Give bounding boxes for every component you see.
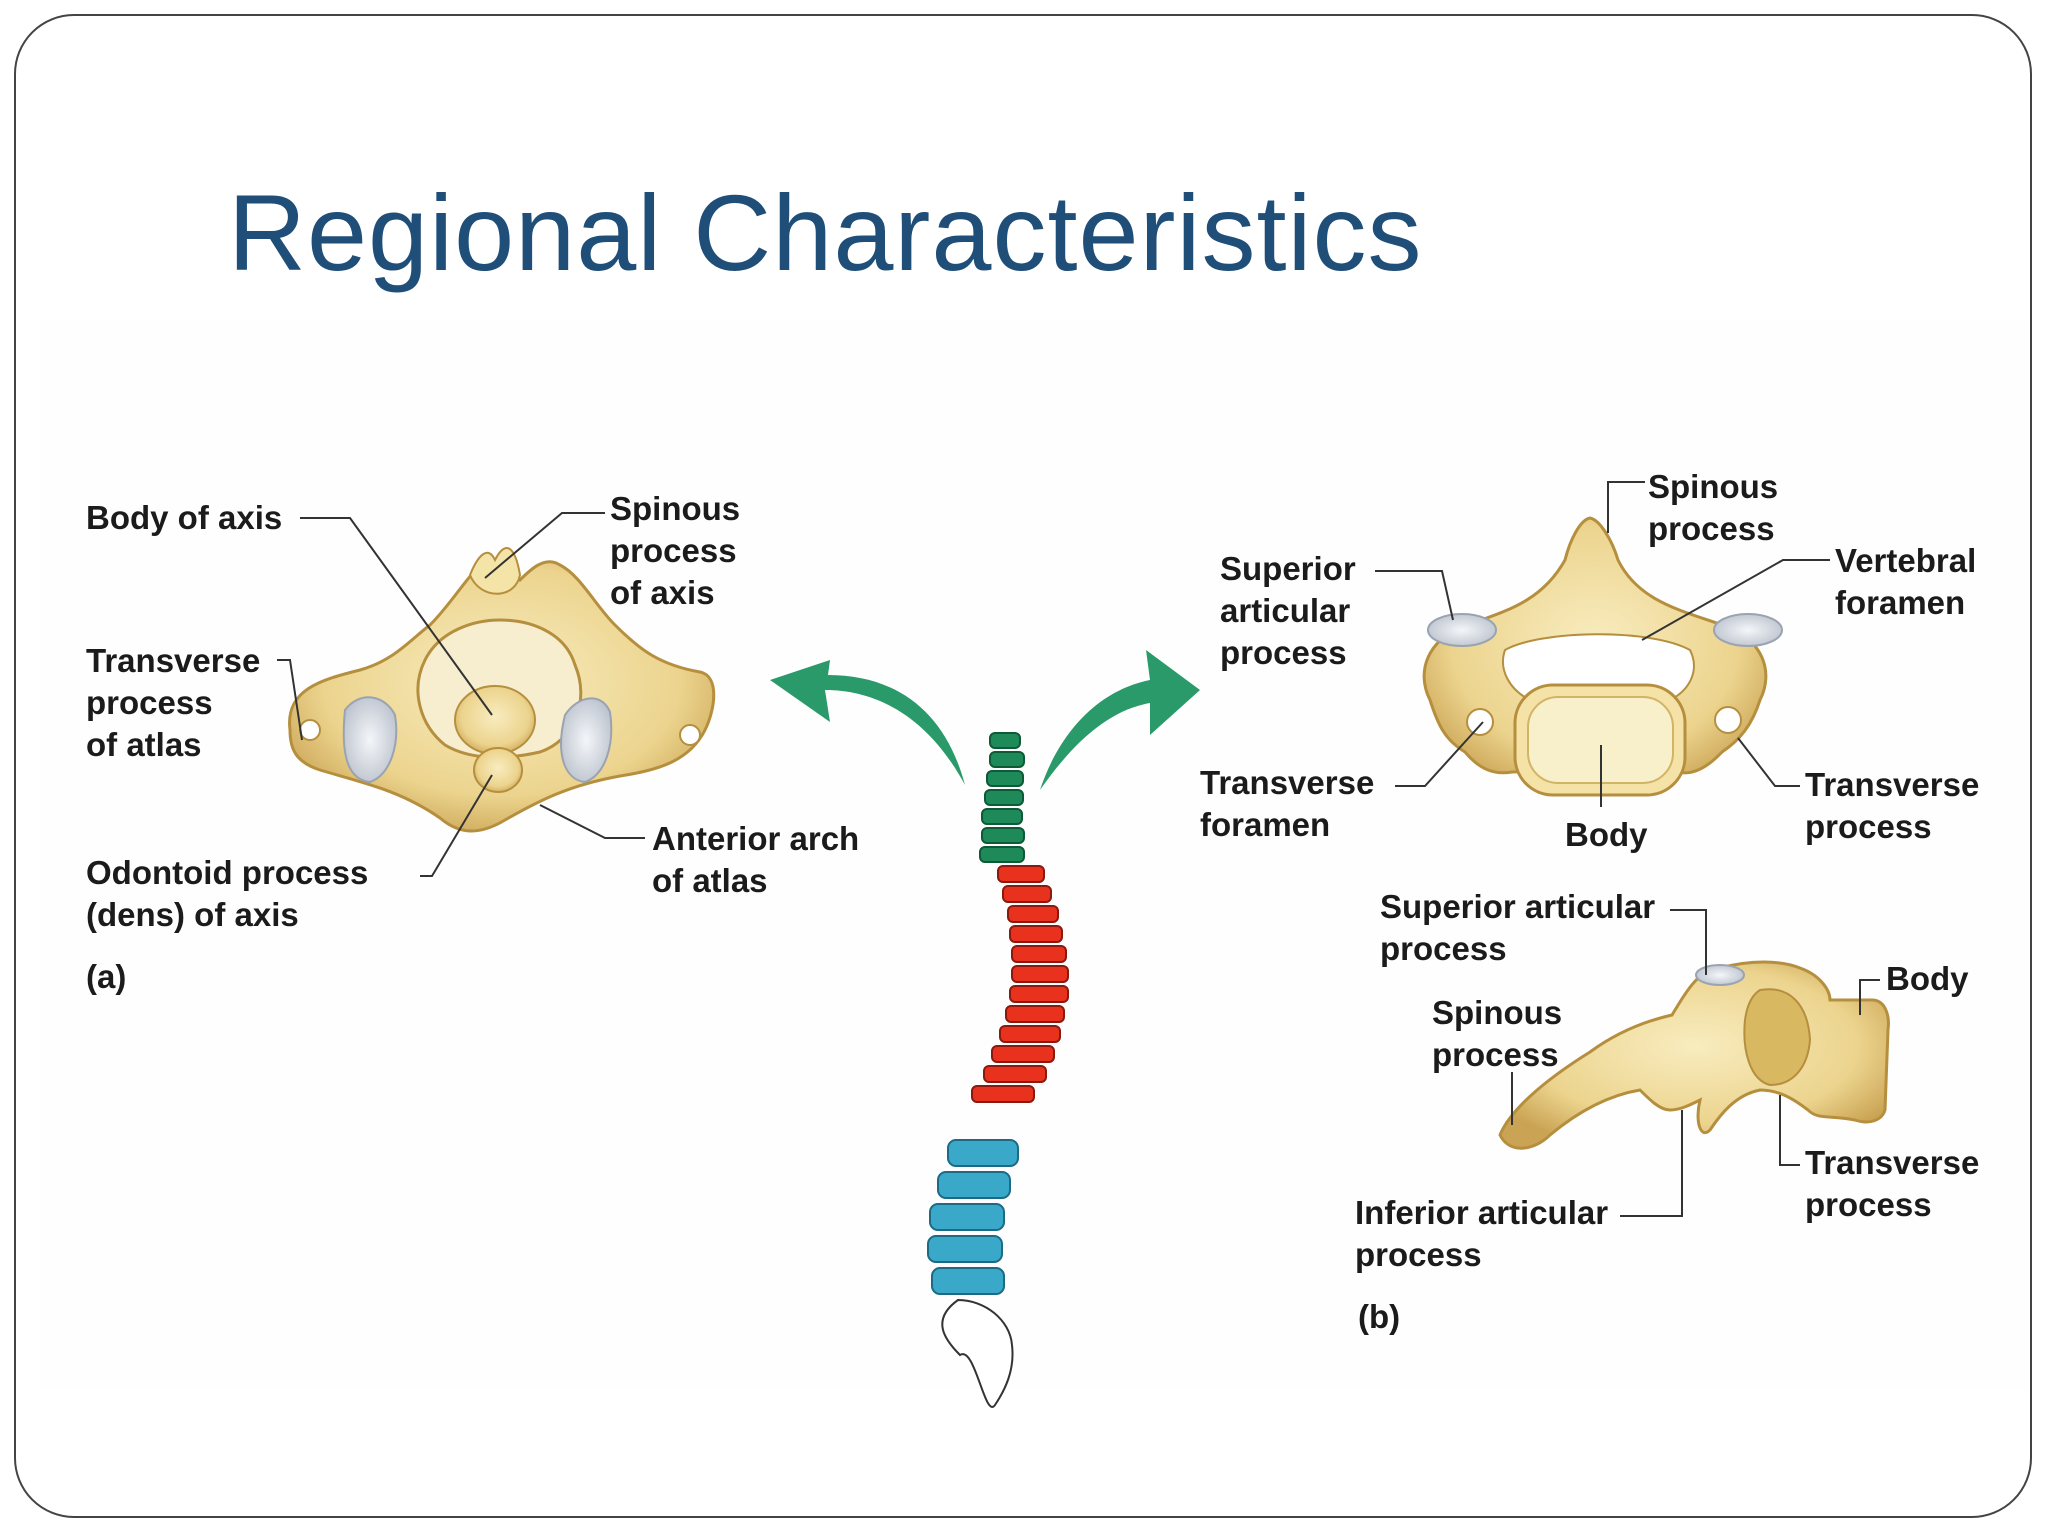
label-body-side: Body: [1886, 960, 1969, 997]
lumbar-region: [927, 1139, 1019, 1295]
label-transverse-process-side: Transverse process: [1805, 1144, 1980, 1223]
spine-illustration: [927, 732, 1069, 1408]
cervical-region: [979, 732, 1025, 863]
panel-a-tag: (a): [86, 958, 127, 995]
label-body-of-axis: Body of axis: [86, 499, 283, 536]
label-transverse-process-top: Transverse process: [1805, 766, 1980, 845]
label-anterior-arch-of-atlas: Anterior arch of atlas: [652, 820, 860, 899]
label-spinous-process-top: Spinous process: [1648, 468, 1779, 547]
panel-a-leader-lines: [277, 512, 645, 877]
sacrum-region: [941, 1298, 1014, 1408]
label-odontoid-process: Odontoid process (dens) of axis: [86, 854, 369, 933]
slide-title: Regional Characteristics: [228, 172, 1423, 293]
label-inferior-articular-process: Inferior articular process: [1355, 1194, 1609, 1273]
right-arrow: [1040, 650, 1200, 790]
cervical-vertebra-top: [1422, 516, 1783, 797]
label-spinous-process-of-axis: Spinous process of axis: [610, 490, 741, 611]
figure-panel: [40, 320, 2030, 1390]
atlas-axis-illustration: [288, 547, 716, 833]
label-superior-articular-process-side: Superior articular process: [1380, 888, 1656, 967]
label-superior-articular-process-top: Superior articular process: [1220, 550, 1356, 671]
label-spinous-process-side: Spinous process: [1432, 994, 1563, 1073]
left-arrow: [770, 660, 965, 785]
label-body-top: Body: [1565, 816, 1648, 853]
panel-b-tag: (b): [1358, 1298, 1401, 1335]
panel-b-top-leader-lines: [1375, 481, 1830, 807]
thoracic-region: [971, 865, 1069, 1103]
cervical-vertebra-side: [1498, 960, 1890, 1150]
panel-b-side-leader-lines: [1511, 909, 1880, 1217]
label-transverse-foramen: Transverse foramen: [1200, 764, 1375, 843]
label-transverse-process-of-atlas: Transverse process of atlas: [86, 642, 261, 763]
label-vertebral-foramen: Vertebral foramen: [1835, 542, 1977, 621]
